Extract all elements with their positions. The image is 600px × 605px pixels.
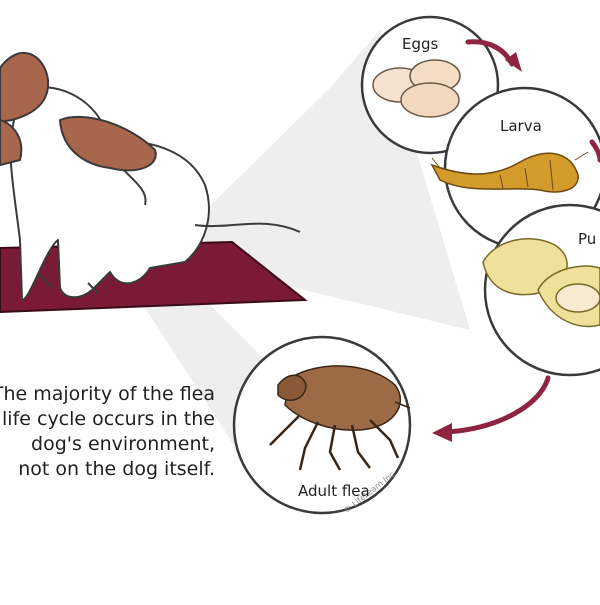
- dog-illustration: [0, 51, 301, 301]
- pupa-label: Pu: [578, 230, 597, 248]
- arrow-heads: [432, 52, 522, 442]
- larva-label: Larva: [500, 117, 542, 135]
- adult-flea-label: Adult flea: [298, 482, 370, 500]
- caption-text: The majority of the flea life cycle occu…: [0, 382, 215, 502]
- caption-line: not on the dog itself.: [18, 458, 215, 480]
- larva-illustration: [430, 151, 589, 193]
- eggs-illustration: [372, 59, 461, 118]
- caption-line: life cycle occurs in the: [2, 408, 215, 430]
- caption-line: The majority of the flea: [0, 383, 215, 405]
- adult-flea-illustration: [269, 365, 411, 471]
- eggs-label: Eggs: [402, 35, 439, 53]
- pupa-illustration: [482, 238, 600, 328]
- caption-line: dog's environment,: [31, 433, 215, 455]
- arrow-pupa-to-adult: [445, 375, 551, 435]
